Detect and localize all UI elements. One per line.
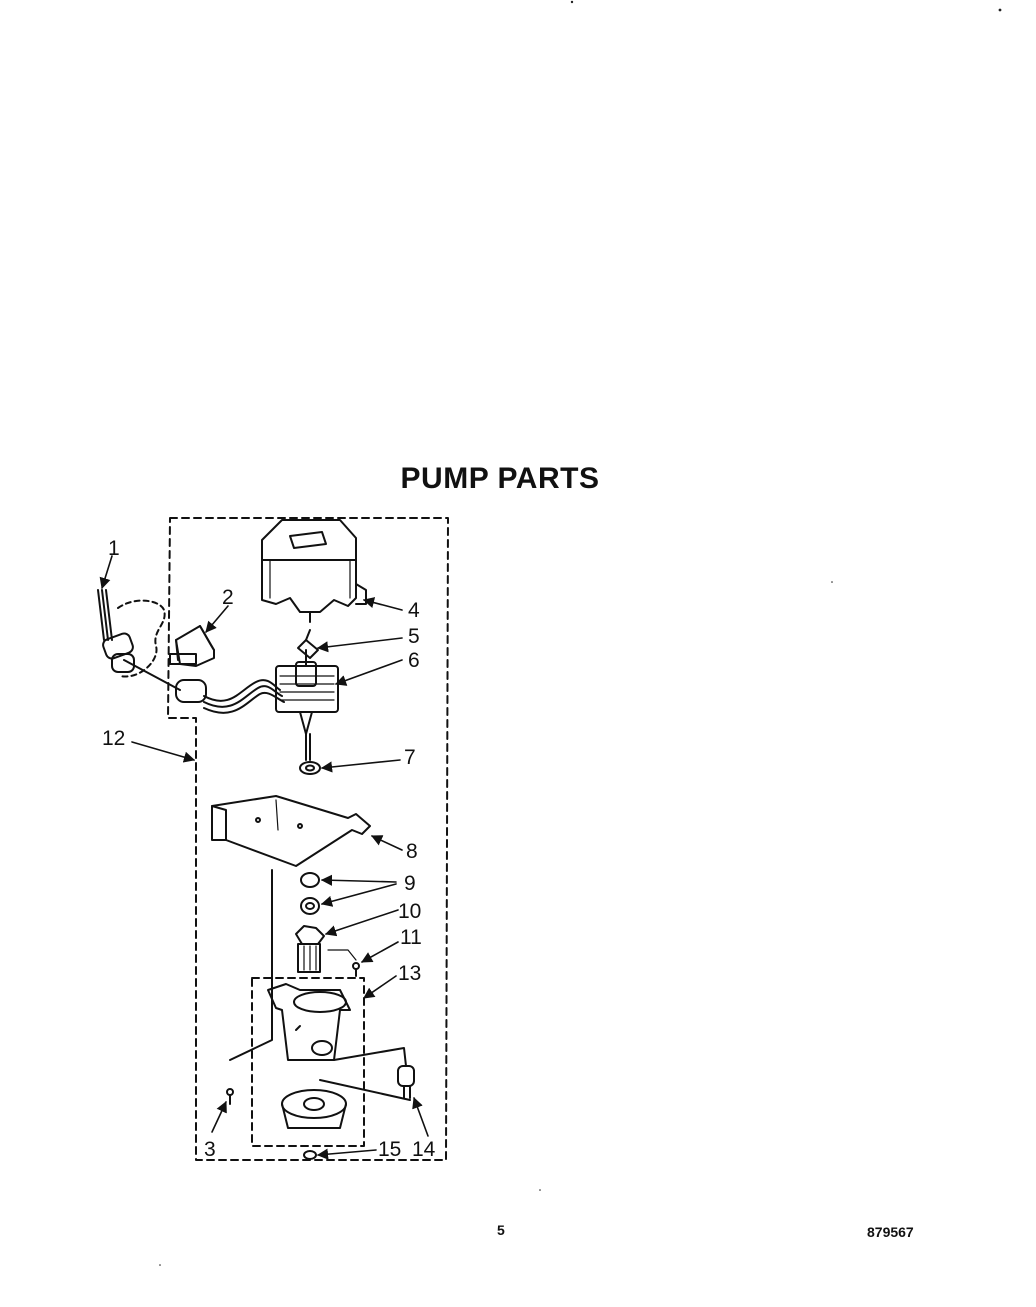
wires bbox=[123, 659, 285, 714]
page-title: PUMP PARTS bbox=[400, 462, 600, 495]
leader-lines bbox=[99, 555, 429, 1160]
callout-6: 6 bbox=[408, 649, 420, 672]
part-10-impeller bbox=[295, 925, 325, 973]
connection-line bbox=[229, 869, 273, 1061]
document-number: 879567 bbox=[867, 1224, 914, 1240]
part-13-pump-body bbox=[267, 983, 351, 1061]
scan-specks bbox=[159, 0, 1002, 1266]
motor-shaft bbox=[305, 733, 311, 761]
callout-7: 7 bbox=[404, 746, 416, 769]
callout-8: 8 bbox=[406, 840, 418, 863]
callout-15: 15 bbox=[378, 1138, 401, 1161]
callout-4: 4 bbox=[408, 599, 420, 622]
callout-14: 14 bbox=[412, 1138, 436, 1161]
callout-13: 13 bbox=[398, 962, 421, 985]
callout-12: 12 bbox=[102, 727, 125, 750]
assembly-13-outline bbox=[251, 977, 365, 1147]
page-number: 5 bbox=[497, 1222, 505, 1238]
part-5-clip bbox=[297, 629, 319, 659]
callout-11: 11 bbox=[400, 926, 422, 949]
part-9-seal-b bbox=[300, 897, 320, 915]
callout-5: 5 bbox=[408, 625, 420, 648]
part-8-bracket bbox=[211, 795, 371, 867]
part-3-screw bbox=[226, 1088, 234, 1105]
callout-10: 10 bbox=[398, 900, 421, 923]
part-11-screw bbox=[327, 949, 360, 977]
part-9-seal-a bbox=[300, 872, 320, 888]
callout-9: 9 bbox=[404, 872, 416, 895]
part-15-oring bbox=[303, 1150, 317, 1160]
part-1-harness bbox=[97, 589, 166, 678]
part-14-nozzle bbox=[319, 1047, 415, 1101]
part-7-washer bbox=[299, 761, 321, 775]
part-2-clip bbox=[169, 625, 215, 667]
callout-labels: 1 2 3 4 5 6 7 8 9 10 11 12 13 14 15 bbox=[102, 537, 436, 1161]
callout-3: 3 bbox=[204, 1138, 216, 1161]
callout-2: 2 bbox=[222, 586, 234, 609]
part-4-housing bbox=[261, 519, 367, 623]
pump-base bbox=[281, 1089, 347, 1129]
part-6-motor bbox=[275, 649, 339, 735]
callout-1: 1 bbox=[108, 537, 120, 560]
assembly-12-outline bbox=[167, 517, 449, 1161]
